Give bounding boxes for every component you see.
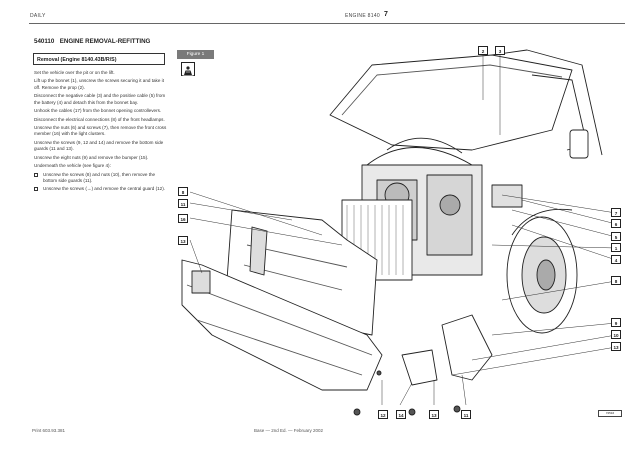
paragraph: Unscrew the eight nuts (9) and remove th… [34, 154, 149, 160]
section-heading: 540110 ENGINE REMOVAL-REFITTING [34, 38, 150, 45]
safety-warning-icon [181, 62, 195, 76]
callout-label: 9 [611, 318, 621, 327]
callout-label: 13 [611, 342, 621, 351]
callout-label: 10 [611, 330, 621, 339]
callout-label: 16 [178, 214, 188, 223]
engine-bay-illustration [181, 49, 612, 416]
paragraph: Lift up the bonnet (1), unscrew the scre… [34, 78, 164, 90]
callout-label: 5 [611, 232, 621, 241]
figure-label: Figure 1 [177, 50, 214, 59]
callout-label: 8 [611, 276, 621, 285]
callout-label: 7 [611, 208, 621, 217]
header-center: ENGINE 8140 [345, 13, 380, 19]
callout-label: 2 [478, 46, 488, 55]
procedure-text: Set the vehicle over the pit or on the l… [34, 70, 168, 195]
paragraph: Disconnect the negative cable (3) and th… [34, 93, 166, 105]
section-number: 540110 [34, 38, 55, 45]
section-title: ENGINE REMOVAL-REFITTING [59, 38, 151, 45]
paragraph: Unscrew the nuts (6) and screws (7), the… [34, 125, 167, 137]
header-left: DAILY [30, 13, 46, 19]
paragraph: Underneath the vehicle (see figure 4): [34, 163, 111, 169]
paragraph: Unhook the cables (17) from the bonnet o… [34, 108, 162, 114]
bullet-item: Unscrew the screws (8) and nuts (10), th… [34, 172, 168, 185]
paragraph: Set the vehicle over the pit or on the l… [34, 70, 115, 75]
header-rule [29, 23, 625, 24]
callout-label: 12 [378, 410, 388, 419]
paragraph: Disconnect the electrical connections (8… [34, 116, 165, 122]
callout-label: 6 [611, 219, 621, 228]
callout-label: 11 [461, 410, 471, 419]
footer-center: Base — 2nd Ed. — February 2002 [254, 428, 324, 433]
callout-label: 8 [178, 187, 188, 196]
callout-label: 4 [611, 255, 621, 264]
callout-label: 13 [429, 410, 439, 419]
figure-reference-code: 72516 [598, 410, 622, 417]
bullet-item: Unscrew the screws (→) and remove the ce… [34, 186, 168, 192]
page-number: 7 [384, 11, 388, 18]
subsection-title: Removal (Engine 8140.43B/R/S) [33, 53, 165, 65]
callout-label: 14 [396, 410, 406, 419]
paragraph: Unscrew the screws (9, 12 and 14) and re… [34, 139, 164, 152]
footer-left: Print 603.93.381 [32, 428, 66, 433]
callout-label: 3 [495, 46, 505, 55]
checkbox-bullet-icon [34, 172, 38, 177]
callout-label: 13 [178, 236, 188, 245]
callout-label: 1 [611, 243, 621, 252]
callout-label: 11 [178, 199, 188, 208]
checkbox-bullet-icon [34, 187, 38, 192]
